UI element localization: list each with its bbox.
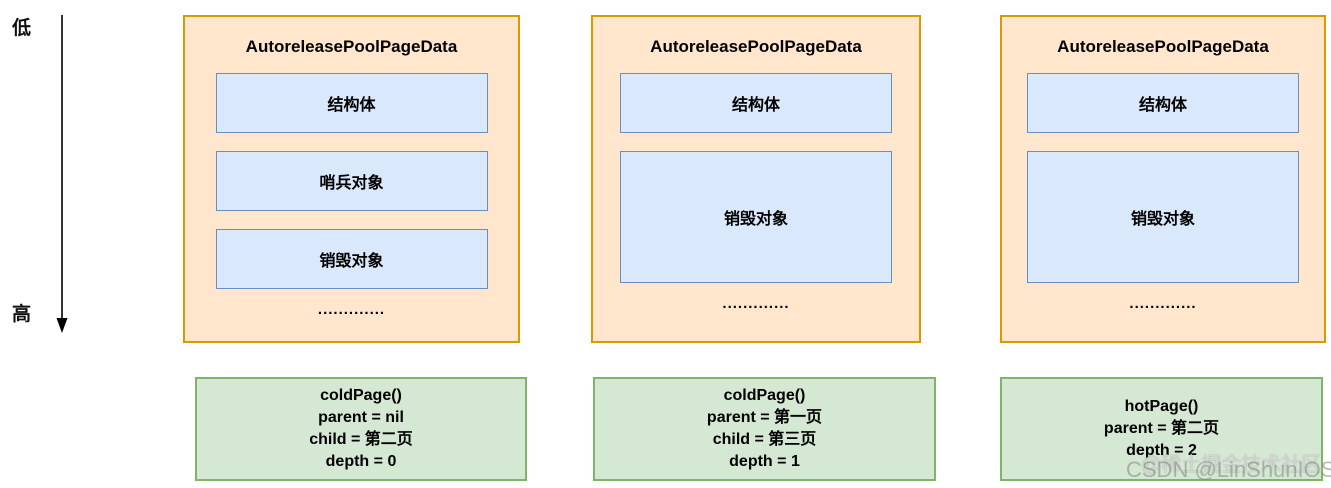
info-line: child = 第三页 (712, 431, 817, 448)
axis-label-high-address: 高 (12, 304, 32, 325)
pool-column: AutoreleasePoolPageData 结构体销毁对象 ........… (591, 15, 936, 481)
info-line: hotPage() (1124, 398, 1199, 415)
pool-cells: 结构体哨兵对象销毁对象 (185, 73, 518, 289)
info-line: coldPage() (320, 387, 402, 404)
pool-cell: 销毁对象 (620, 151, 892, 283)
pool-page-title: AutoreleasePoolPageData (1057, 37, 1269, 56)
info-line: child = 第二页 (309, 431, 413, 448)
pool-cell: 销毁对象 (215, 229, 488, 289)
page-info-box: coldPage() parent = nil child = 第二页 depth =… (195, 377, 527, 481)
ellipsis-text: ............. (1129, 295, 1197, 312)
info-line: parent = 第二页 (1103, 420, 1220, 437)
info-line: depth = 2 (1126, 442, 1197, 459)
page-info-box: hotPage() parent = 第二页 depth = 2 (1000, 377, 1323, 481)
autorelease-pool-page-box: AutoreleasePoolPageData 结构体哨兵对象销毁对象 ....… (183, 15, 520, 343)
autorelease-pool-page-box: AutoreleasePoolPageData 结构体销毁对象 ........… (1000, 15, 1326, 343)
autorelease-pool-page-box: AutoreleasePoolPageData 结构体销毁对象 ........… (591, 15, 921, 343)
page-info-box: coldPage() parent = 第一页 child = 第三页 depth =… (593, 377, 936, 481)
info-line: depth = 1 (729, 453, 800, 470)
pool-cells: 结构体销毁对象 (593, 73, 919, 283)
pool-cell: 结构体 (215, 73, 488, 133)
pool-cell: 哨兵对象 (215, 151, 488, 211)
pool-cells: 结构体销毁对象 (1002, 73, 1324, 283)
pool-cell: 销毁对象 (1027, 151, 1299, 283)
pool-column: AutoreleasePoolPageData 结构体销毁对象 ........… (1000, 15, 1326, 481)
pool-page-title: AutoreleasePoolPageData (650, 37, 862, 56)
memory-direction-down-arrow-icon (56, 15, 68, 333)
pool-page-title: AutoreleasePoolPageData (245, 37, 458, 56)
ellipsis-text: ............. (722, 295, 790, 312)
pool-cell: 结构体 (1027, 73, 1299, 133)
info-line: parent = nil (318, 409, 404, 426)
info-line: depth = 0 (325, 453, 397, 470)
pool-column: AutoreleasePoolPageData 结构体哨兵对象销毁对象 ....… (183, 15, 527, 481)
info-line: parent = 第一页 (706, 409, 823, 426)
pool-cell: 结构体 (620, 73, 892, 133)
axis-label-low-address: 低 (12, 18, 32, 39)
info-line: coldPage() (723, 387, 806, 404)
ellipsis-text: ............. (317, 301, 386, 318)
